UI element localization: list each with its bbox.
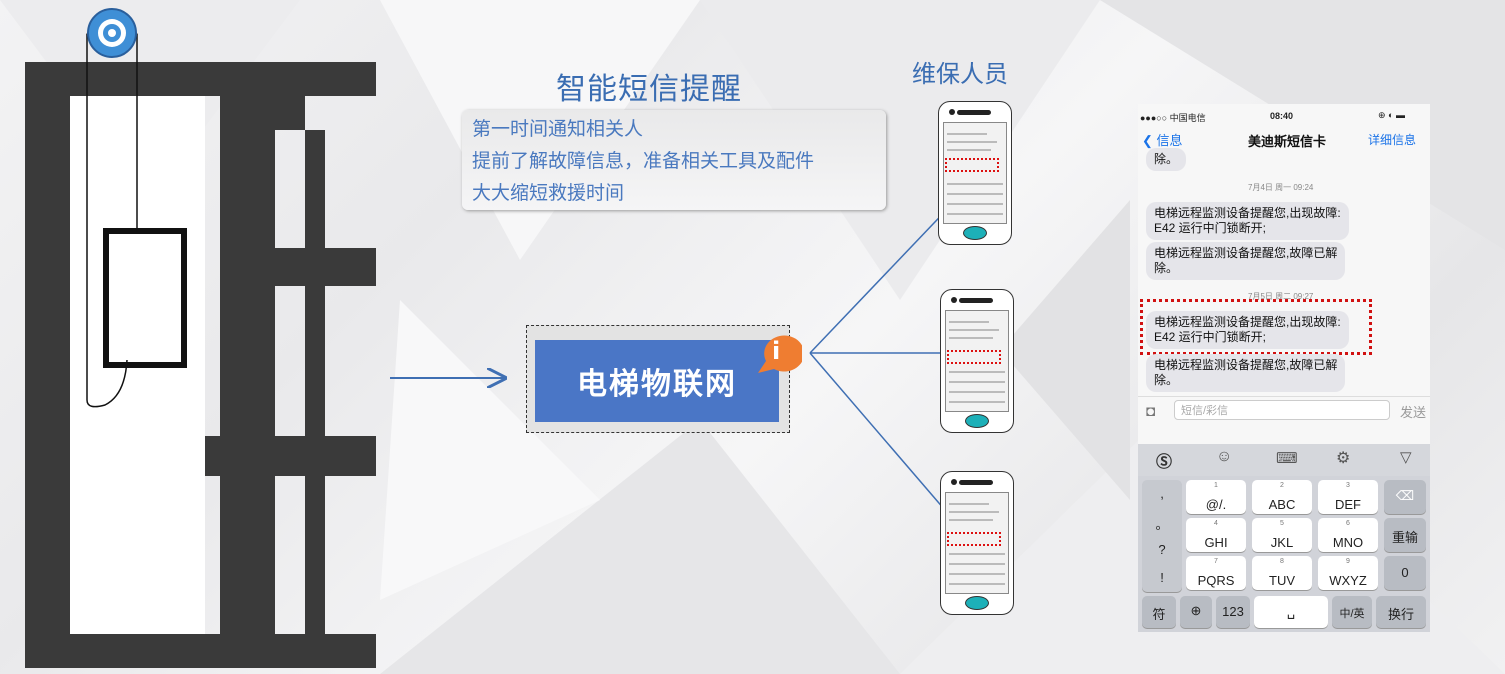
- symbol-key[interactable]: 符: [1142, 596, 1176, 628]
- phone-icon: [940, 289, 1014, 433]
- message-timestamp: 7月5日 周二 09:27: [1248, 292, 1314, 301]
- message-bubble: 电梯远程监测设备提醒您,故障已解 除。: [1146, 242, 1346, 280]
- message-bubble: 电梯远程监测设备提醒您,出现故障: E42 运行中门锁断开;: [1146, 311, 1349, 349]
- number-key[interactable]: 123: [1216, 596, 1250, 628]
- reenter-key[interactable]: 重输: [1384, 518, 1426, 552]
- info-box: 第一时间通知相关人 提前了解故障信息，准备相关工具及配件 大大缩短救援时间: [462, 110, 886, 210]
- delete-key[interactable]: ⌫: [1384, 480, 1426, 514]
- collapse-keyboard-icon[interactable]: ▽: [1400, 449, 1412, 466]
- phone-icon: [940, 471, 1014, 615]
- space-key[interactable]: ␣: [1254, 596, 1328, 628]
- sms-screenshot: ●●●○○ 中国电信 08:40 ⊕ ◐ ▬ ❮ 信息 美迪斯短信卡 详细信息 …: [1138, 104, 1430, 632]
- send-button[interactable]: 发送: [1400, 405, 1427, 420]
- sogou-icon[interactable]: Ⓢ: [1156, 454, 1173, 471]
- details-link[interactable]: 详细信息: [1368, 133, 1417, 147]
- key-0[interactable]: 0: [1384, 556, 1426, 590]
- info-badge-icon: i: [752, 333, 805, 377]
- status-carrier: ●●●○○ 中国电信: [1140, 113, 1206, 123]
- info-line-3: 大大缩短救援时间: [472, 182, 625, 204]
- info-line-1: 第一时间通知相关人: [472, 118, 644, 140]
- status-time: 08:40: [1270, 111, 1294, 121]
- punct-key[interactable]: ?: [1158, 542, 1166, 557]
- status-icons: ⊕ ◐ ▬: [1378, 110, 1405, 120]
- punct-key[interactable]: !: [1160, 570, 1164, 585]
- settings-icon[interactable]: ⚙: [1336, 450, 1351, 467]
- back-label: 信息: [1156, 133, 1183, 148]
- globe-icon[interactable]: ⊕: [1180, 596, 1212, 628]
- message-bubble: 除。: [1146, 148, 1187, 171]
- message-input[interactable]: 短信/彩信: [1174, 400, 1390, 420]
- key-1[interactable]: 1@/.: [1186, 480, 1246, 514]
- punct-key[interactable]: ,: [1160, 486, 1164, 501]
- maintenance-staff-label: 维保人员: [912, 60, 1008, 88]
- info-line-2: 提前了解故障信息，准备相关工具及配件: [472, 150, 815, 172]
- lang-switch-key[interactable]: 中/英: [1332, 596, 1372, 628]
- emoji-icon[interactable]: ☺: [1216, 448, 1233, 465]
- alert-highlight: [1140, 299, 1372, 355]
- elevator-pulley-cable: [86, 8, 138, 408]
- message-bubble: 电梯远程监测设备提醒您,出现故障: E42 运行中门锁断开;: [1146, 202, 1349, 240]
- elevator-car: [103, 228, 187, 368]
- page-title: 智能短信提醒: [556, 72, 742, 107]
- phone-icon: [938, 101, 1012, 245]
- back-button[interactable]: ❮ 信息: [1142, 133, 1183, 148]
- iot-box: 电梯物联网: [526, 325, 790, 433]
- badge-letter: i: [772, 337, 781, 365]
- iot-label: 电梯物联网: [535, 340, 779, 422]
- camera-icon[interactable]: ◘: [1146, 403, 1156, 420]
- keyboard-icon[interactable]: ⌨: [1276, 450, 1298, 467]
- contact-name: 美迪斯短信卡: [1248, 134, 1327, 149]
- newline-key[interactable]: 换行: [1376, 596, 1426, 628]
- punct-key[interactable]: 。: [1155, 517, 1169, 532]
- message-timestamp: 7月4日 周一 09:24: [1248, 183, 1314, 192]
- message-bubble: 电梯远程监测设备提醒您,故障已解 除。: [1146, 354, 1346, 392]
